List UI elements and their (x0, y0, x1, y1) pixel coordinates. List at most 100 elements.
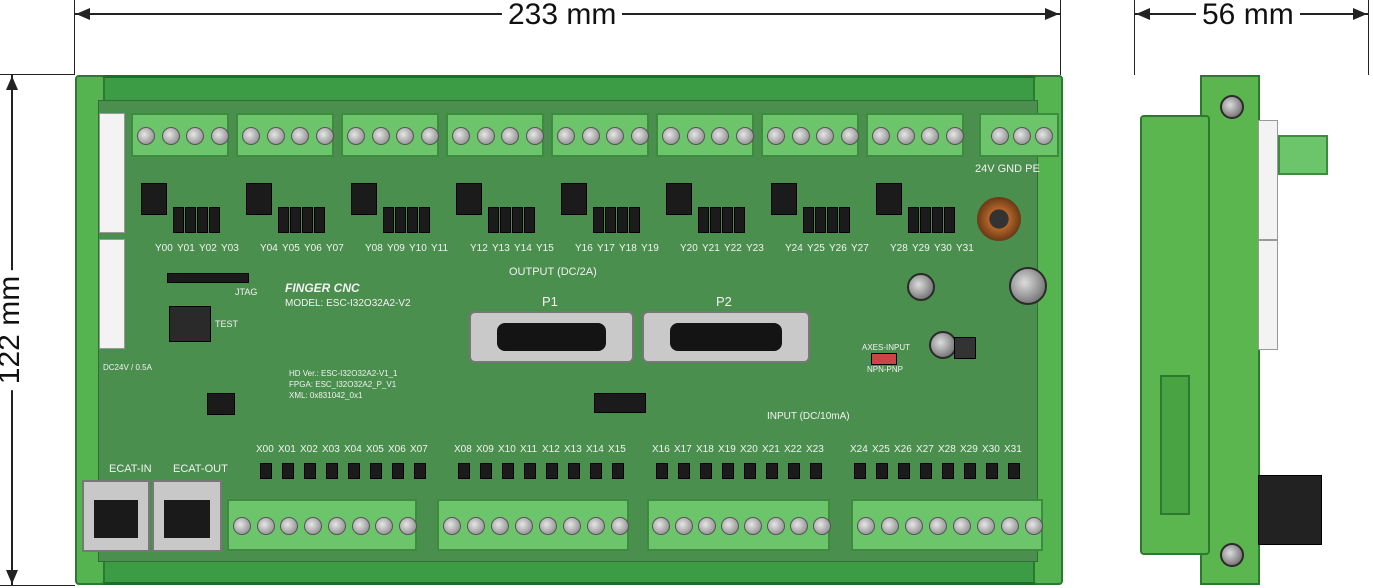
jtag-label: JTAG (235, 287, 258, 297)
output-terminal-block[interactable] (236, 113, 334, 157)
terminal-screw (652, 517, 671, 535)
mosfet-chip (524, 207, 535, 233)
terminal-screw (371, 127, 390, 145)
terminal-screw (399, 517, 418, 535)
capacitor (929, 331, 957, 359)
terminal-screw (945, 127, 964, 145)
ic-chip (954, 337, 976, 359)
output-terminal-block[interactable] (446, 113, 544, 157)
input-channel-label: X03 (322, 444, 340, 455)
ecat-out-port[interactable] (152, 480, 222, 552)
side-terminal (1278, 135, 1328, 175)
terminal-screw (491, 517, 509, 535)
test-pads (169, 306, 211, 342)
ecat-in-port[interactable] (82, 480, 150, 552)
terminal-screw (686, 127, 705, 145)
mosfet-chip (278, 207, 289, 233)
terminal-screw (812, 517, 831, 535)
model-label: MODEL: ESC-I32O32A2-V2 (285, 298, 411, 309)
mosfet-chip (512, 207, 523, 233)
output-terminal-block[interactable] (761, 113, 859, 157)
mosfet-chip (185, 207, 196, 233)
depth-label: 56 mm (1196, 0, 1300, 30)
terminal-screw (137, 127, 156, 145)
output-channel-label: Y18 (619, 243, 637, 254)
input-channel-label: X31 (1004, 444, 1022, 455)
terminal-screw (896, 127, 915, 145)
opto-chip (964, 463, 976, 479)
input-channel-label: X10 (498, 444, 516, 455)
opto-chip (920, 463, 932, 479)
output-channel-label: Y12 (470, 243, 488, 254)
side-screw (1220, 543, 1244, 567)
input-channel-label: X00 (256, 444, 274, 455)
terminal-screw (743, 517, 762, 535)
power-terminal[interactable] (979, 113, 1059, 157)
output-channel-label: Y04 (260, 243, 278, 254)
ic-chip (207, 393, 235, 415)
opto-chip (700, 463, 712, 479)
output-terminal-block[interactable] (341, 113, 439, 157)
mosfet-chip (302, 207, 313, 233)
supply-label: DC24V / 0.5A (103, 363, 152, 372)
terminal-screw (735, 127, 754, 145)
terminal-screw (905, 517, 923, 535)
terminal-screw (161, 127, 180, 145)
input-channel-label: X21 (762, 444, 780, 455)
driver-chip (561, 183, 587, 215)
opto-chip (392, 463, 404, 479)
p1-dsub-connector[interactable] (469, 311, 634, 363)
axes-jumper[interactable] (871, 353, 897, 365)
terminal-screw (375, 517, 394, 535)
mosfet-chip (173, 207, 184, 233)
opto-chip (304, 463, 316, 479)
opto-chip (524, 463, 536, 479)
terminal-screw (256, 517, 275, 535)
opto-chip (722, 463, 734, 479)
terminal-screw (291, 127, 310, 145)
p2-dsub-connector[interactable] (642, 311, 810, 363)
mosfet-chip (920, 207, 931, 233)
opto-chip (502, 463, 514, 479)
terminal-screw (767, 127, 786, 145)
mosfet-chip (488, 207, 499, 233)
terminal-screw (210, 127, 229, 145)
opto-chip (766, 463, 778, 479)
input-channel-label: X11 (520, 444, 538, 455)
mosfet-chip (629, 207, 640, 233)
output-terminal-block[interactable] (656, 113, 754, 157)
pcb: 24V GND PE OUTPUT (DC/2A) JTAG TEST FING… (98, 100, 1059, 562)
input-channel-label: X20 (740, 444, 758, 455)
terminal-screw (232, 517, 251, 535)
terminal-screw (587, 517, 605, 535)
terminal-screw (953, 517, 971, 535)
opto-chip (282, 463, 294, 479)
output-channel-label: Y21 (702, 243, 720, 254)
opto-chip (744, 463, 756, 479)
opto-chip (546, 463, 558, 479)
input-terminal-block[interactable] (851, 499, 1043, 551)
side-header (1258, 240, 1278, 350)
output-terminal-block[interactable] (551, 113, 649, 157)
p1-label: P1 (542, 294, 558, 309)
input-terminal-block[interactable] (647, 499, 831, 551)
ecat-out-label: ECAT-OUT (173, 463, 228, 475)
terminal-screw (872, 127, 891, 145)
input-channel-label: X30 (982, 444, 1000, 455)
output-channel-label: Y29 (912, 243, 930, 254)
output-terminal-block[interactable] (131, 113, 229, 157)
hd-version: HD Ver.: ESC-I32O32A2-V1_1 (289, 369, 398, 378)
output-channel-label: Y19 (641, 243, 659, 254)
output-terminal-block[interactable] (866, 113, 964, 157)
output-channel-label: Y26 (829, 243, 847, 254)
input-terminal-block[interactable] (437, 499, 629, 551)
input-channel-label: X05 (366, 444, 384, 455)
output-label: OUTPUT (DC/2A) (509, 266, 597, 278)
mosfet-chip (944, 207, 955, 233)
terminal-screw (698, 517, 717, 535)
input-channel-label: X08 (454, 444, 472, 455)
opto-chip (612, 463, 624, 479)
input-terminal-block[interactable] (227, 499, 418, 551)
terminal-screw (420, 127, 439, 145)
terminal-screw (721, 517, 740, 535)
